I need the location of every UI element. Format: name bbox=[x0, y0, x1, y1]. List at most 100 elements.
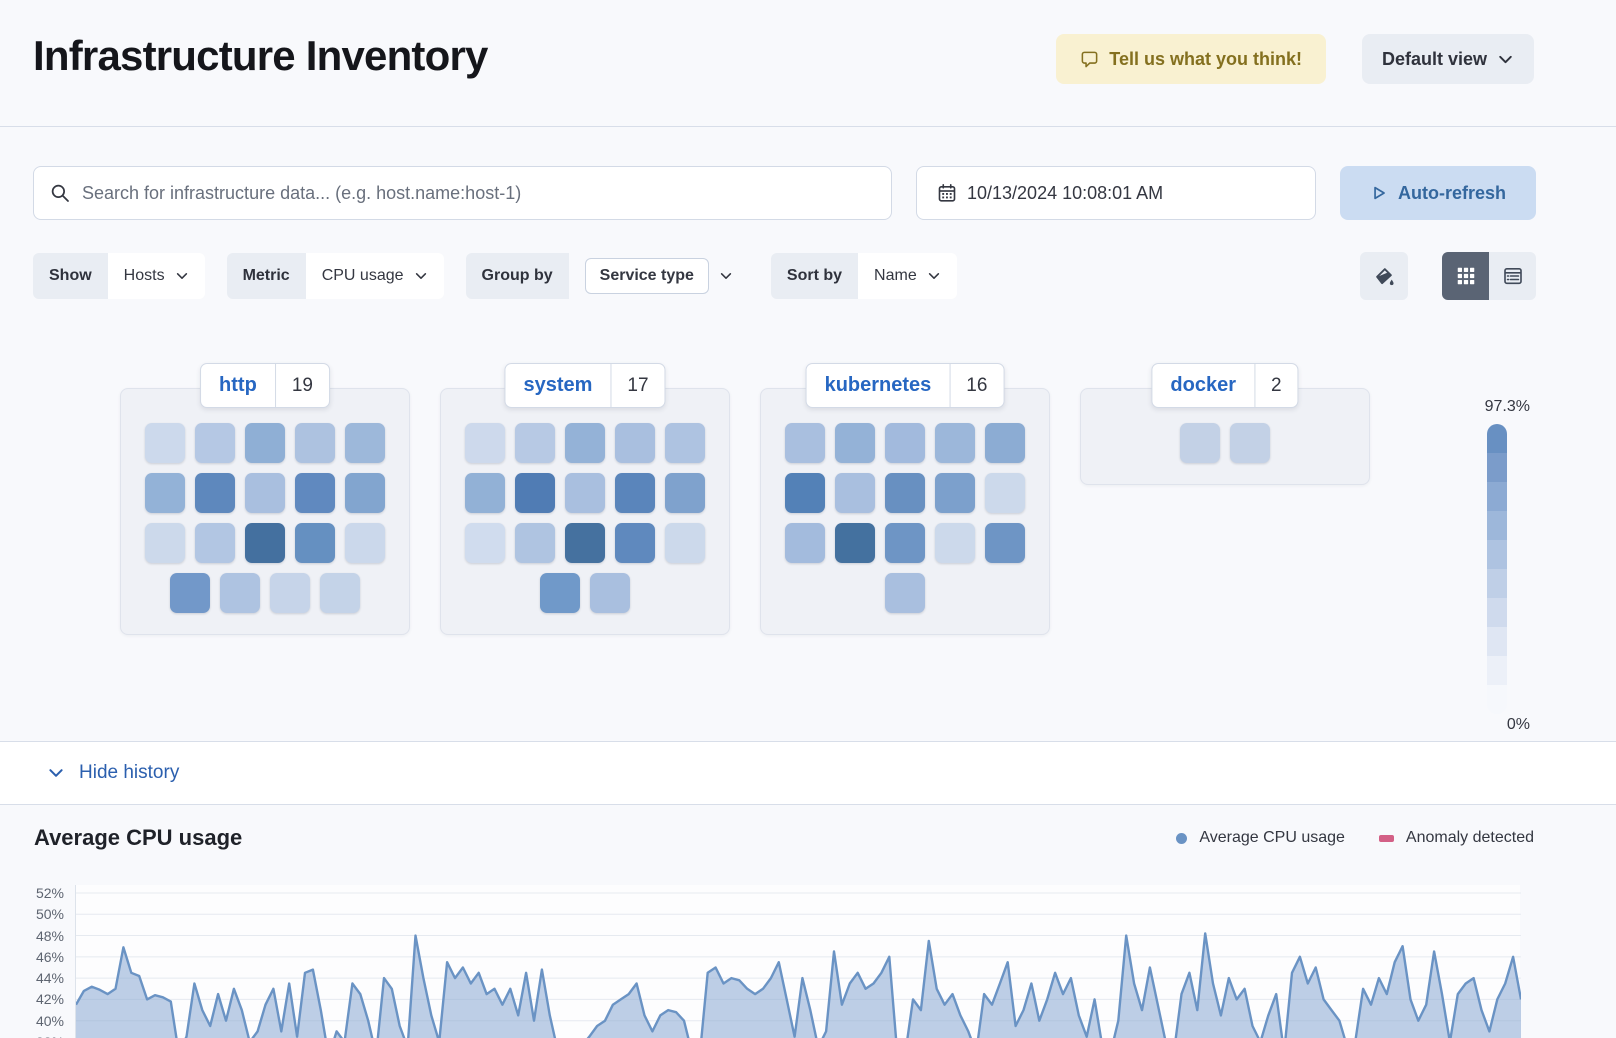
host-tile[interactable] bbox=[935, 473, 975, 513]
host-tile[interactable] bbox=[590, 573, 630, 613]
chart-legend: Average CPU usage Anomaly detected bbox=[1176, 829, 1534, 847]
host-tile[interactable] bbox=[565, 523, 605, 563]
show-value: Hosts bbox=[123, 267, 165, 284]
host-tile[interactable] bbox=[1230, 423, 1270, 463]
legend-item-average-cpu[interactable]: Average CPU usage bbox=[1176, 829, 1345, 847]
header-actions: Tell us what you think! Default view bbox=[1056, 28, 1534, 84]
group-panel bbox=[120, 388, 410, 635]
group-name-link[interactable]: docker bbox=[1170, 374, 1237, 396]
group-by-value: Service type bbox=[584, 258, 709, 294]
host-tile[interactable] bbox=[245, 473, 285, 513]
host-tile[interactable] bbox=[985, 473, 1025, 513]
host-tile[interactable] bbox=[295, 523, 335, 563]
legend-item-anomaly[interactable]: Anomaly detected bbox=[1378, 829, 1534, 847]
host-tile[interactable] bbox=[835, 423, 875, 463]
host-tile[interactable] bbox=[170, 573, 210, 613]
host-tile[interactable] bbox=[885, 473, 925, 513]
waffle-group-kubernetes: kubernetes 16 bbox=[760, 363, 1050, 635]
badge-divider bbox=[949, 364, 951, 407]
badge-divider bbox=[610, 364, 612, 407]
group-tiles bbox=[1105, 423, 1345, 463]
auto-refresh-button[interactable]: Auto-refresh bbox=[1340, 166, 1536, 220]
grid-view-button[interactable] bbox=[1442, 252, 1489, 300]
scale-max-label: 97.3% bbox=[1484, 398, 1530, 415]
group-panel bbox=[440, 388, 730, 635]
host-tile[interactable] bbox=[220, 573, 260, 613]
hide-history-toggle[interactable]: Hide history bbox=[47, 762, 179, 784]
host-tile[interactable] bbox=[885, 423, 925, 463]
host-tile[interactable] bbox=[145, 473, 185, 513]
host-tile[interactable] bbox=[195, 473, 235, 513]
host-tile[interactable] bbox=[465, 423, 505, 463]
host-tile[interactable] bbox=[465, 473, 505, 513]
date-picker-button[interactable]: 10/13/2024 10:08:01 AM bbox=[916, 166, 1316, 220]
group-badge: system 17 bbox=[504, 363, 666, 408]
search-input[interactable] bbox=[82, 182, 875, 204]
host-tile[interactable] bbox=[245, 523, 285, 563]
host-tile[interactable] bbox=[885, 573, 925, 613]
sort-by-dropdown[interactable]: Name bbox=[858, 253, 957, 299]
host-tile[interactable] bbox=[615, 473, 655, 513]
group-name-link[interactable]: kubernetes bbox=[824, 374, 932, 396]
host-tile[interactable] bbox=[270, 573, 310, 613]
host-tile[interactable] bbox=[195, 523, 235, 563]
host-tile[interactable] bbox=[785, 473, 825, 513]
fill-color-icon bbox=[1373, 265, 1395, 287]
grid-view-icon bbox=[1456, 266, 1476, 286]
host-tile[interactable] bbox=[835, 473, 875, 513]
search-icon bbox=[50, 183, 70, 203]
host-tile[interactable] bbox=[515, 523, 555, 563]
host-tile[interactable] bbox=[515, 473, 555, 513]
host-tile[interactable] bbox=[785, 523, 825, 563]
host-tile[interactable] bbox=[295, 423, 335, 463]
host-tile[interactable] bbox=[935, 423, 975, 463]
chevron-down-icon bbox=[47, 764, 65, 782]
group-name-link[interactable]: http bbox=[219, 374, 257, 396]
host-tile[interactable] bbox=[540, 573, 580, 613]
view-selector-label: Default view bbox=[1381, 48, 1487, 69]
host-tile[interactable] bbox=[345, 423, 385, 463]
metric-dropdown[interactable]: CPU usage bbox=[305, 253, 444, 299]
badge-divider bbox=[274, 364, 276, 407]
host-tile[interactable] bbox=[985, 523, 1025, 563]
host-tile[interactable] bbox=[245, 423, 285, 463]
metric-value: CPU usage bbox=[321, 267, 404, 284]
host-tile[interactable] bbox=[465, 523, 505, 563]
y-axis-labels: 52%50%48%46%44%42%40%38%36% bbox=[35, 884, 64, 1038]
host-tile[interactable] bbox=[145, 423, 185, 463]
host-tile[interactable] bbox=[665, 423, 705, 463]
show-dropdown[interactable]: Hosts bbox=[107, 253, 205, 299]
host-tile[interactable] bbox=[615, 523, 655, 563]
host-tile[interactable] bbox=[295, 473, 335, 513]
group-by-dropdown[interactable]: Service type bbox=[569, 244, 749, 308]
host-tile[interactable] bbox=[935, 523, 975, 563]
host-tile[interactable] bbox=[615, 423, 655, 463]
host-tile[interactable] bbox=[1180, 423, 1220, 463]
fill-color-button[interactable] bbox=[1360, 252, 1408, 300]
group-name-link[interactable]: system bbox=[523, 374, 593, 396]
host-tile[interactable] bbox=[145, 523, 185, 563]
feedback-button[interactable]: Tell us what you think! bbox=[1056, 34, 1326, 84]
group-by-label: Group by bbox=[465, 253, 569, 299]
groups-row: http 19 system 17 bbox=[120, 363, 1616, 635]
host-tile[interactable] bbox=[835, 523, 875, 563]
legend-dot-icon bbox=[1176, 832, 1188, 844]
host-tile[interactable] bbox=[665, 473, 705, 513]
host-tile[interactable] bbox=[985, 423, 1025, 463]
view-selector-button[interactable]: Default view bbox=[1361, 34, 1534, 84]
host-tile[interactable] bbox=[565, 423, 605, 463]
host-tile[interactable] bbox=[345, 473, 385, 513]
host-tile[interactable] bbox=[195, 423, 235, 463]
group-panel bbox=[760, 388, 1050, 635]
sort-by-value: Name bbox=[874, 267, 917, 284]
table-view-button[interactable] bbox=[1489, 252, 1536, 300]
host-tile[interactable] bbox=[785, 423, 825, 463]
host-tile[interactable] bbox=[345, 523, 385, 563]
group-count: 19 bbox=[291, 374, 313, 396]
host-tile[interactable] bbox=[885, 523, 925, 563]
filters-row: Show Hosts Metric CPU usage Group by Ser… bbox=[33, 244, 1536, 308]
host-tile[interactable] bbox=[320, 573, 360, 613]
host-tile[interactable] bbox=[665, 523, 705, 563]
host-tile[interactable] bbox=[565, 473, 605, 513]
host-tile[interactable] bbox=[515, 423, 555, 463]
